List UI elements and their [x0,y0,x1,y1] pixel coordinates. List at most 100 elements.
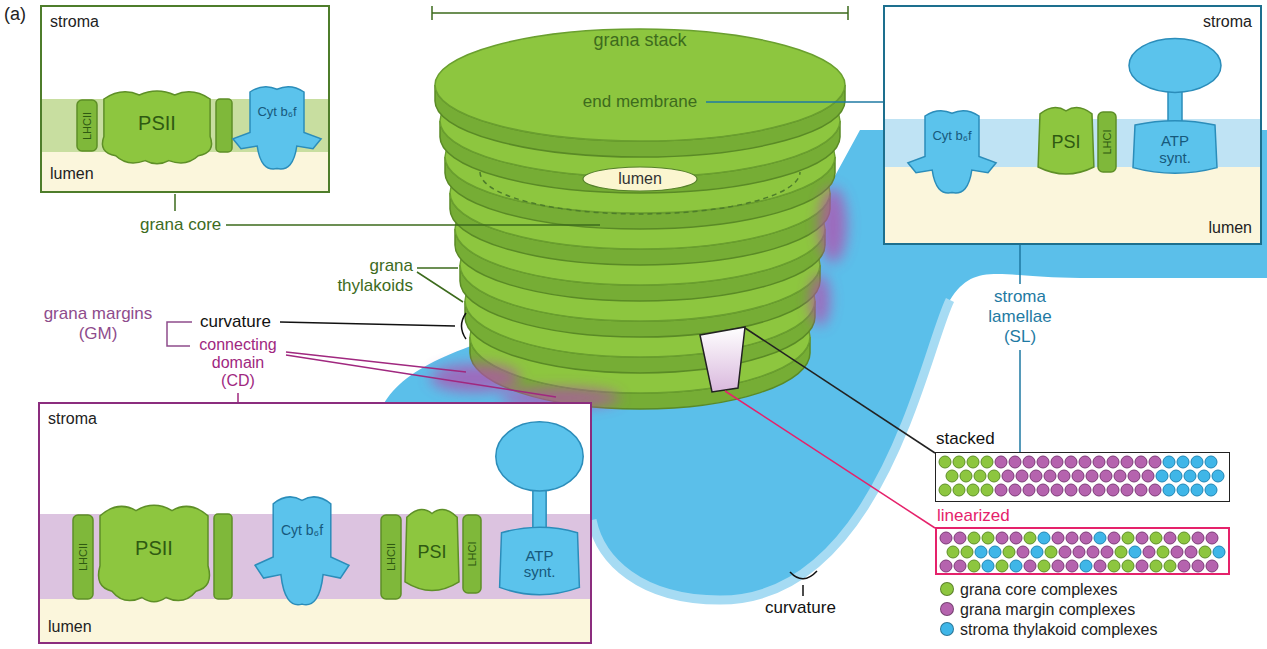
complex-dot [1121,484,1133,496]
complex-dot [1184,470,1196,482]
complex-dot [967,484,979,496]
complex-dot [1199,546,1211,558]
complex-dot [954,532,966,544]
legend-text: stroma thylakoid complexes [960,621,1157,638]
complex-dot [1066,560,1078,572]
complex-dot [1017,546,1029,558]
complex-dot [1065,484,1077,496]
inset-box: stromalumenCyt b₆fPSILHCIATP synt. [883,5,1262,245]
thylakoid-leaders [417,268,463,302]
complex-label: ATP synt. [1145,133,1205,166]
complex-dot [1198,470,1210,482]
psii-complex: PSII [94,500,214,606]
complex-dot [968,560,980,572]
psii-shape [99,505,210,601]
lhc-shape [77,100,97,151]
complex-label: Cyt b₆f [932,128,971,143]
complex-dot [1023,456,1035,468]
psi-complex: PSI [1035,103,1097,181]
complex-dot [995,456,1007,468]
complex-dot [960,470,972,482]
legend-row: grana margin complexes [940,601,1135,619]
complex-dot [974,470,986,482]
complex-dot [1002,470,1014,482]
complex-dot [1192,532,1204,544]
cytb6f-complex: Cyt b₆f [232,83,322,173]
complex-dot [988,470,1000,482]
complex-dot [1101,546,1113,558]
lumen-shape [583,167,697,191]
antenna-shape [214,514,232,599]
complex-dot [1003,546,1015,558]
complex-label: PSI [1051,132,1080,153]
cytb6f-complex: Cyt b₆f [907,107,997,197]
complex-dot [939,484,951,496]
complex-dot [995,484,1007,496]
complex-dot [1177,484,1189,496]
complex-dot [1128,470,1140,482]
lumen-label: lumen [618,170,662,188]
panel-letter: (a) [4,4,26,25]
complex-dot [1191,456,1203,468]
complex-label: LHCI [466,541,479,566]
region-label: grana margins (GM) [38,304,158,344]
compartment-label: stroma [48,410,97,428]
complex-dot [1037,484,1049,496]
complex-dot [1129,546,1141,558]
connecting-domain-leaders [238,352,556,402]
complex-dot [1107,456,1119,468]
curvature-leader [790,571,817,596]
legend-swatch [940,582,954,596]
distribution-box: stacked [935,452,1230,502]
complex-dot [1079,456,1091,468]
complex-dot [953,484,965,496]
margin-glow [430,187,847,408]
complex-dot [947,546,959,558]
complex-dot [1038,532,1050,544]
region-label: stroma lamellae (SL) [975,287,1065,347]
region-label: grana core [140,215,221,235]
complex-dot [1135,484,1147,496]
complex-dot [1052,532,1064,544]
stack-label: grana stack [593,30,686,51]
lhc-shape [73,515,93,599]
complex-dot [1024,532,1036,544]
legend-text: grana margin complexes [960,601,1135,618]
complex-dot [1010,560,1022,572]
end-membrane-leader [706,101,883,103]
complex-dot [1164,560,1176,572]
complex-dot [1122,532,1134,544]
lhci-complex: LHCI [462,514,482,594]
complex-dot [1100,470,1112,482]
complex-dot [1080,560,1092,572]
complex-dot [1122,560,1134,572]
complex-dot [1150,560,1162,572]
complex-dot [1044,470,1056,482]
complex-dot [1136,560,1148,572]
cytb6f-shape [233,87,321,169]
box-heading: stacked [936,429,995,449]
complex-dot [1143,546,1155,558]
psii-shape [102,91,211,164]
complex-dot [1080,532,1092,544]
complex-dot [946,470,958,482]
lumen-space: lumen [582,166,698,192]
psi-shape [405,510,459,591]
complex-label: PSII [138,112,176,135]
complex-dot [940,560,952,572]
cytb6f-complex: Cyt b₆f [254,492,350,610]
complex-dot [1164,532,1176,544]
legend-swatch [940,602,954,616]
margins-bracket [167,322,192,346]
complex-dot [1163,484,1175,496]
complex-label: PSI [417,541,446,562]
stroma-lamellae-leaders [1019,245,1021,452]
lhcii-complex: LHCII [72,514,94,600]
linearized-leader [725,391,935,528]
complex-dot [1205,484,1217,496]
complex-dot [1051,484,1063,496]
atp-synthase: ATP synt. [492,420,587,602]
lhc-shape [463,515,481,593]
complex-dot [1010,532,1022,544]
atp-base [500,527,580,594]
